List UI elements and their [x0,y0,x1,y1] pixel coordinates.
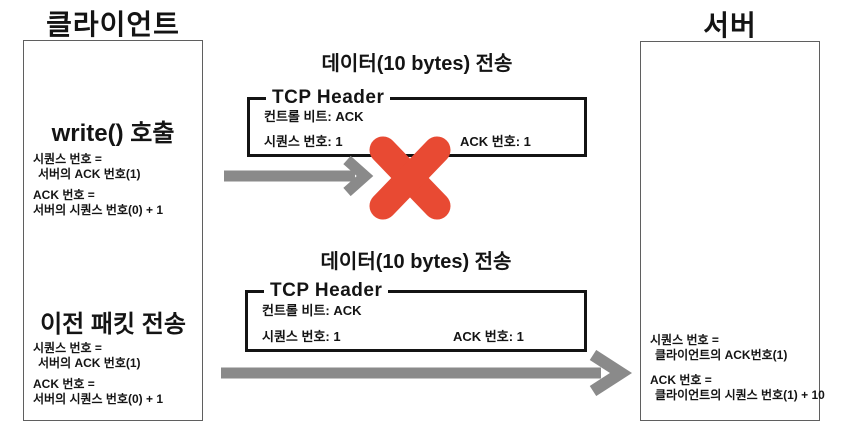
client-to-server-arrow-icon [221,350,632,396]
note-line: 서버의 ACK 번호(1) [38,356,141,370]
server-notes: 시퀀스 번호 = 클라이언트의 ACK번호(1) ACK 번호 = 클라이언트의… [650,333,825,403]
packet2-caption: 데이터(10 bytes) 전송 [320,251,512,273]
note-line: 서버의 시퀀스 번호(0) + 1 [33,392,164,406]
note-line: 클라이언트의 ACK번호(1) [655,348,788,362]
packet1-tcp-header-box: TCP Header 컨트롤 비트: ACK 시퀀스 번호: 1 ACK 번호:… [247,87,587,157]
packet2-seq-number: 시퀀스 번호: 1 [262,329,341,344]
packet1-tcp-header-label: TCP Header [266,87,391,109]
write-call-heading: write() 호출 [51,120,175,147]
client-bottom-notes: 시퀀스 번호 = 서버의 ACK 번호(1) ACK 번호 = 서버의 시퀀스 … [33,341,163,407]
server-lane: 시퀀스 번호 = 클라이언트의 ACK번호(1) ACK 번호 = 클라이언트의… [640,41,825,421]
packet2-ack-number: ACK 번호: 1 [453,329,524,344]
note-line: 클라이언트의 시퀀스 번호(1) + 10 [655,388,825,402]
note-line: ACK 번호 = [650,373,712,387]
server-title: 서버 [703,10,757,41]
client-top-notes: 시퀀스 번호 = 서버의 ACK 번호(1) ACK 번호 = 서버의 시퀀스 … [33,152,163,218]
packet1-ack-number: ACK 번호: 1 [460,134,531,149]
client-title: 클라이언트 [46,9,180,40]
previous-packet-heading: 이전 패킷 전송 [40,311,186,338]
note-line: 서버의 시퀀스 번호(0) + 1 [33,203,164,217]
packet1-control-bits: 컨트롤 비트: ACK [264,109,364,124]
packet1-caption: 데이터(10 bytes) 전송 [321,53,513,75]
packet1-seq-number: 시퀀스 번호: 1 [264,134,343,149]
packet-loss-cross-icon [369,136,451,220]
client-to-server-arrow-icon [224,155,374,197]
packet2-control-bits: 컨트롤 비트: ACK [262,303,362,318]
note-line: 시퀀스 번호 = [650,333,719,347]
note-line: 시퀀스 번호 = [33,341,102,355]
packet2-tcp-header-box: TCP Header 컨트롤 비트: ACK 시퀀스 번호: 1 ACK 번호:… [245,280,587,352]
note-line: ACK 번호 = [33,377,95,391]
note-line: 서버의 ACK 번호(1) [38,167,141,181]
client-lane: write() 호출 시퀀스 번호 = 서버의 ACK 번호(1) ACK 번호… [23,40,203,421]
packet2-tcp-header-label: TCP Header [264,280,389,302]
note-line: 시퀀스 번호 = [33,152,102,166]
note-line: ACK 번호 = [33,188,95,202]
